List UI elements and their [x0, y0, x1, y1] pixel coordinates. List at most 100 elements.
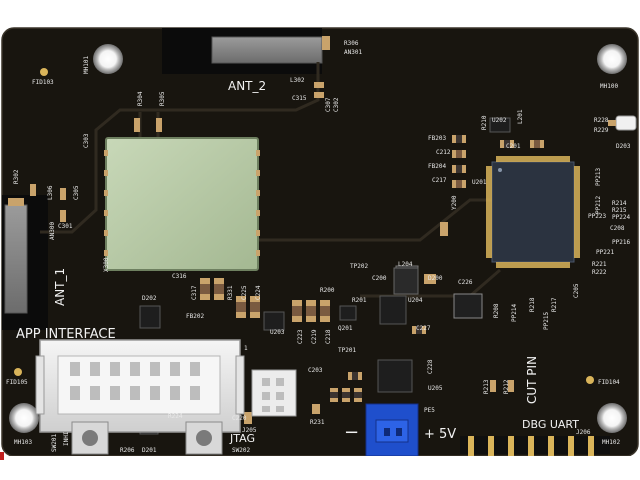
passives [30, 82, 544, 424]
label-mh102: MH102 [602, 439, 620, 446]
designator-c219: C219 [311, 329, 318, 344]
label-ant-1: ANT_1 [53, 268, 67, 306]
designator-c223: C223 [297, 329, 304, 344]
designator-c315: C315 [292, 95, 307, 102]
designator-c225: C225 [241, 285, 248, 300]
designator-r229: R229 [594, 127, 609, 134]
designator-d202: D202 [142, 295, 157, 302]
designator-j205: J205 [242, 427, 257, 434]
diode-d200 [424, 274, 436, 284]
label-fid104: FID104 [598, 379, 620, 386]
designator-l201: L201 [517, 109, 524, 124]
designator-u202: U202 [492, 117, 507, 124]
designator-d200: D200 [428, 275, 443, 282]
designator-r212: R212 [503, 379, 510, 394]
mcu-chip [491, 161, 575, 263]
label-cut-pin: CUT PIN [525, 356, 539, 404]
designator-c205: C205 [573, 283, 580, 298]
designator-c307: C307 [325, 97, 332, 112]
switch-sw201 [71, 421, 109, 455]
designator-r331: R331 [227, 285, 234, 300]
small-connector [251, 369, 297, 417]
mcu-pin1-dot [498, 168, 502, 172]
designator-r224: R224 [168, 413, 183, 420]
designator-c305: C305 [73, 185, 80, 200]
label-minus: − [344, 422, 359, 443]
designator-pp212: PP212 [595, 196, 602, 214]
designator-pp214: PP214 [511, 304, 518, 322]
designator-c208: C208 [610, 225, 625, 232]
designator-pp213: PP213 [595, 168, 602, 186]
designator-r206: R206 [120, 447, 135, 454]
label-mh101: MH101 [83, 56, 90, 74]
designator-u201: U201 [472, 179, 487, 186]
designator-u205: U205 [428, 385, 443, 392]
designator-fb204: FB204 [428, 163, 446, 170]
designator-r302: R302 [13, 169, 20, 184]
designator-l302: L302 [290, 77, 305, 84]
dbg-uart-header [460, 436, 610, 456]
rf-module-pads [104, 150, 260, 256]
designator-c218: C218 [325, 329, 332, 344]
app-interface-connector [35, 339, 245, 433]
designator-pp224: PP224 [612, 214, 630, 221]
designator-c302: C302 [333, 97, 340, 112]
designator-tp201: TP201 [338, 347, 356, 354]
edge-mark [0, 452, 4, 460]
ant1-pad [8, 198, 24, 206]
designator-r231: R231 [310, 419, 325, 426]
designator-r218: R218 [529, 297, 536, 312]
designator-fb203: FB203 [428, 135, 446, 142]
designator-c316: C316 [172, 273, 187, 280]
label-dbg-uart: DBG UART [522, 418, 579, 431]
label-app-interface: APP INTERFACE [16, 327, 116, 342]
designator-r222: R222 [592, 269, 607, 276]
ant1-element [4, 204, 28, 314]
designator-r214: R214 [612, 200, 627, 207]
designator-pp221: PP221 [596, 249, 614, 256]
designator-c224: C224 [255, 285, 262, 300]
designator-r305: R305 [159, 91, 166, 106]
mount-holes [9, 44, 627, 433]
designator-c212: C212 [436, 149, 451, 156]
designator-r228: R228 [594, 117, 609, 124]
designator-tp202: TP202 [350, 263, 368, 270]
designator-d201: D201 [142, 447, 157, 454]
designator-c200: C200 [372, 275, 387, 282]
designator-q201: Q201 [338, 325, 353, 332]
designator-r215: R215 [612, 207, 627, 214]
designator-r200: R200 [320, 287, 335, 294]
designator-x300: X300 [103, 257, 110, 272]
inductor-l204 [393, 267, 419, 295]
designator-c303: C303 [83, 133, 90, 148]
designator-sw202: SW202 [232, 447, 250, 454]
led-d203 [608, 115, 637, 131]
designator-r217: R217 [551, 297, 558, 312]
designator-pp215: PP215 [543, 312, 550, 330]
designator-c220: C220 [232, 415, 247, 422]
designator-c228: C228 [427, 359, 434, 374]
designator-one: 1 [244, 345, 248, 352]
designator-r213: R213 [483, 379, 490, 394]
label-fid103: FID103 [32, 79, 54, 86]
label-jtag: JTAG [229, 432, 255, 445]
designator-pe5: PE5 [424, 407, 435, 414]
designator-u203: U203 [270, 329, 285, 336]
mcu-pins [486, 156, 580, 268]
designator-l204: L204 [398, 261, 413, 268]
designator-r201: R201 [352, 297, 367, 304]
designator-u204: U204 [408, 297, 423, 304]
label-mh100: MH100 [600, 83, 618, 90]
designator-c226: C226 [458, 279, 473, 286]
designator-fb202: FB202 [186, 313, 204, 320]
background-bottom [0, 456, 640, 480]
label-mh103: MH103 [14, 439, 32, 446]
designator-pp216: PP216 [612, 239, 630, 246]
fiducials [14, 68, 594, 384]
rf-module [105, 137, 259, 271]
power-connector [365, 403, 419, 457]
designator-r306: R306 [344, 40, 359, 47]
designator-an301: AN301 [344, 49, 362, 56]
label-ant-2: ANT_2 [228, 79, 266, 93]
